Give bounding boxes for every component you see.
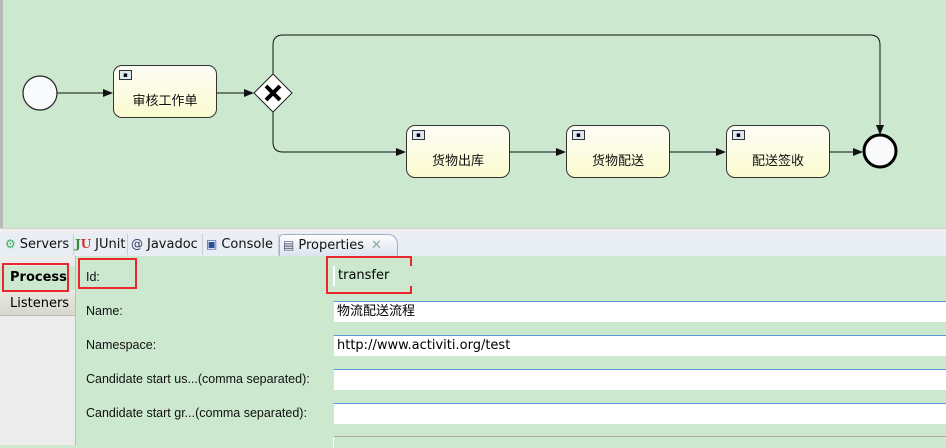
candidate-groups-label: Candidate start gr...(comma separated):: [86, 406, 307, 420]
bpmn-diagram-canvas[interactable]: ▪审核工作单 ▪货物出库 ▪货物配送 ▪配送签收: [0, 0, 946, 228]
sidebar-item-process[interactable]: Process: [0, 266, 75, 290]
id-label: Id:: [86, 270, 100, 284]
properties-sidebar: Process Listeners: [0, 256, 76, 445]
documentation-input[interactable]: [333, 436, 946, 448]
diagram-flows: [22, 34, 898, 169]
sidebar-item-listeners[interactable]: Listeners: [0, 292, 75, 316]
id-input[interactable]: transfer: [333, 266, 946, 286]
tab-properties[interactable]: ▤Properties✕: [279, 234, 398, 256]
start-event: [22, 75, 58, 111]
user-task-icon: ▪: [732, 130, 745, 140]
servers-icon: ⚙: [5, 237, 16, 251]
tab-servers[interactable]: ⚙Servers: [2, 234, 74, 255]
candidate-groups-input[interactable]: [333, 403, 946, 424]
console-icon: ▣: [206, 237, 218, 251]
candidate-users-input[interactable]: [333, 369, 946, 390]
name-label: Name:: [86, 304, 123, 318]
tab-javadoc[interactable]: @Javadoc: [128, 234, 203, 255]
javadoc-icon: @: [131, 237, 143, 251]
tab-console[interactable]: ▣Console: [203, 234, 279, 255]
namespace-input[interactable]: http://www.activiti.org/test: [333, 335, 946, 356]
name-input[interactable]: 物流配送流程: [333, 301, 946, 322]
properties-icon: ▤: [283, 238, 295, 252]
user-task[interactable]: ▪审核工作单: [113, 65, 217, 118]
user-task[interactable]: ▪货物配送: [566, 125, 670, 178]
properties-form: Id: transfer Name: 物流配送流程 Namespace: htt…: [76, 256, 946, 448]
junit-icon: JU: [75, 237, 92, 251]
user-task[interactable]: ▪配送签收: [726, 125, 830, 178]
sequence-flow: [272, 34, 884, 135]
user-task-icon: ▪: [572, 130, 585, 140]
sequence-flow: [272, 112, 406, 156]
divider[interactable]: [0, 228, 946, 234]
user-task-icon: ▪: [412, 130, 425, 140]
namespace-label: Namespace:: [86, 338, 157, 352]
close-tab-icon[interactable]: ✕: [371, 238, 382, 253]
user-task-icon: ▪: [119, 70, 132, 80]
exclusive-gateway: [253, 73, 293, 113]
user-task[interactable]: ▪货物出库: [406, 125, 510, 178]
end-event: [862, 133, 898, 169]
candidate-users-label: Candidate start us...(comma separated):: [86, 372, 310, 386]
